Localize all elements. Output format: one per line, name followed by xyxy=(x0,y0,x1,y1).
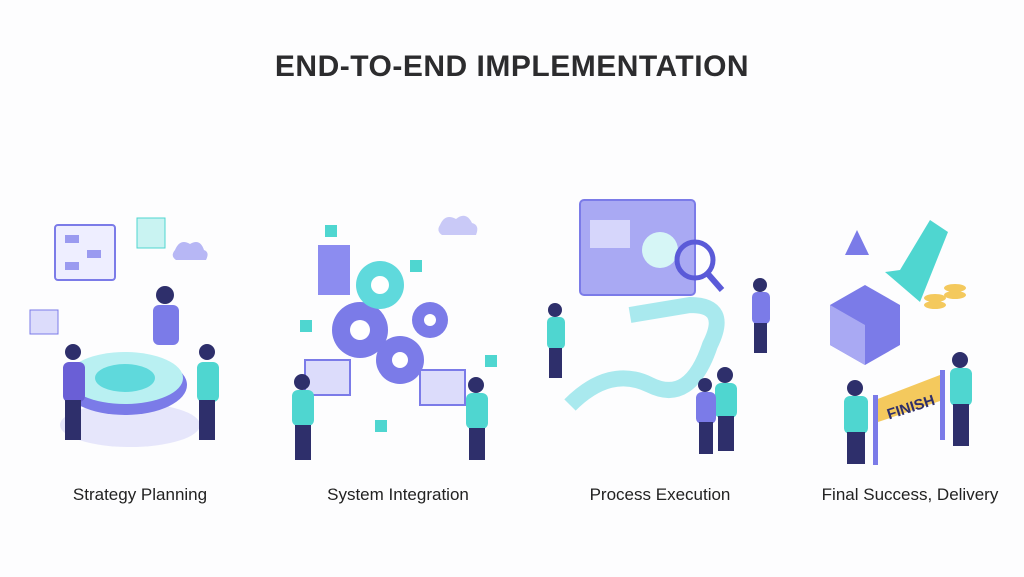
process-execution-illustration xyxy=(540,190,770,470)
stage-label-strategy-planning: Strategy Planning xyxy=(72,485,208,504)
finish-line-illustration: FINISH xyxy=(800,190,1024,470)
strategy-planning-illustration xyxy=(25,190,255,470)
stage-label-process-execution: Process Execution xyxy=(589,485,731,504)
stage-label-final-success: Final Success, Delivery xyxy=(821,485,999,504)
page-title: END-TO-END IMPLEMENTATION xyxy=(274,50,750,83)
system-integration-illustration xyxy=(280,190,510,470)
stage-label-system-integration: System Integration xyxy=(327,485,469,504)
